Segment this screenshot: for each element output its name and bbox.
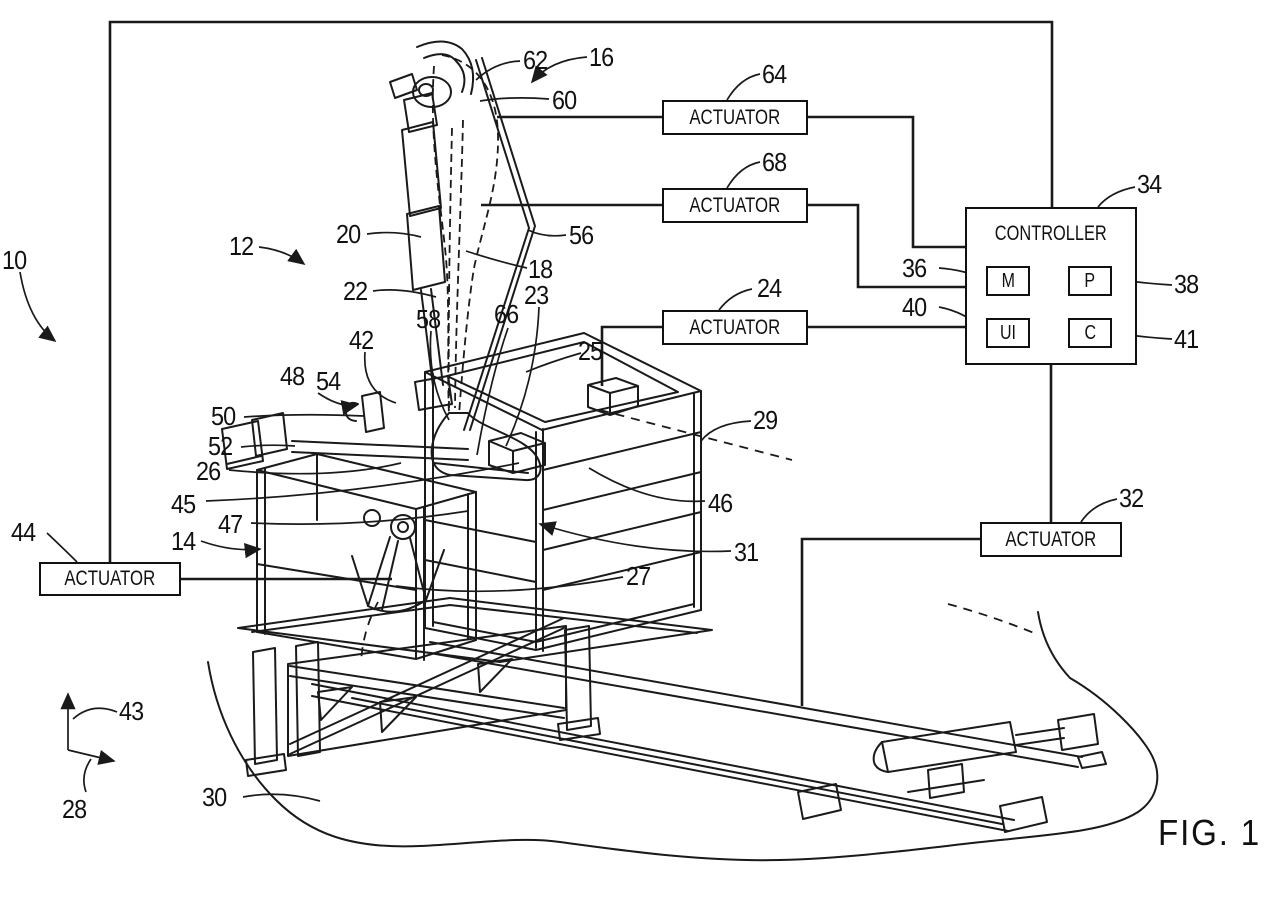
controller-module-m: M xyxy=(986,266,1030,296)
actuator-64-label: ACTUATOR xyxy=(689,105,781,129)
ref-numeral-29: 29 xyxy=(753,405,778,435)
controller-module-c: C xyxy=(1068,318,1112,348)
ref-numeral-26: 26 xyxy=(196,456,221,486)
ref-numeral-48: 48 xyxy=(280,361,305,391)
ref-numeral-31: 31 xyxy=(734,537,759,567)
ref-numeral-10: 10 xyxy=(2,245,27,275)
module-m-label: M xyxy=(1001,269,1015,292)
ref-numeral-25: 25 xyxy=(578,336,603,366)
ref-numeral-60: 60 xyxy=(552,85,577,115)
clamp-hardware xyxy=(221,391,469,470)
actuator-32-label: ACTUATOR xyxy=(1005,527,1097,551)
ref-numeral-45: 45 xyxy=(171,489,196,519)
actuator-68-box: ACTUATOR xyxy=(662,188,808,223)
module-c-label: C xyxy=(1084,321,1096,344)
leg-assembly xyxy=(389,40,542,482)
ref-numeral-34: 34 xyxy=(1137,169,1162,199)
ground-outline xyxy=(207,601,1159,862)
ref-numeral-14: 14 xyxy=(171,526,196,556)
sled-cage-frame xyxy=(424,332,702,652)
ref-numeral-44: 44 xyxy=(11,517,36,547)
ref-numeral-23: 23 xyxy=(524,280,549,310)
ref-numeral-18: 18 xyxy=(528,254,553,284)
ref-numeral-62: 62 xyxy=(523,45,548,75)
ref-numeral-46: 46 xyxy=(708,488,733,518)
figure-label: FIG. 1 xyxy=(1158,812,1262,853)
ref-numeral-40: 40 xyxy=(902,292,927,322)
actuator-64-box: ACTUATOR xyxy=(662,100,808,135)
ref-numeral-41: 41 xyxy=(1174,324,1199,354)
leader-lines xyxy=(19,56,1173,802)
module-p-label: P xyxy=(1084,269,1096,292)
actuator-24-label: ACTUATOR xyxy=(689,315,781,339)
actuator-24-box: ACTUATOR xyxy=(662,310,808,345)
actuator-32-box: ACTUATOR xyxy=(980,522,1122,557)
ref-numeral-22: 22 xyxy=(343,276,368,306)
outer-frame xyxy=(256,453,477,661)
controller-module-ui: UI xyxy=(986,318,1030,348)
ref-numeral-47: 47 xyxy=(218,509,243,539)
rocker-mechanism xyxy=(351,509,445,613)
ref-numeral-42: 42 xyxy=(349,325,374,355)
ref-numeral-54: 54 xyxy=(316,366,341,396)
coordinate-axes xyxy=(60,692,116,765)
actuator-68-label: ACTUATOR xyxy=(689,193,781,217)
module-ui-label: UI xyxy=(1000,321,1016,344)
ref-numeral-56: 56 xyxy=(569,220,594,250)
connection-wires xyxy=(108,20,1054,706)
ref-numeral-58: 58 xyxy=(416,304,441,334)
actuator-44-box: ACTUATOR xyxy=(39,562,181,596)
actuator-44-label: ACTUATOR xyxy=(64,567,156,590)
controller-title: CONTROLLER xyxy=(995,222,1107,245)
motion-axis-dashed-line xyxy=(599,409,793,461)
ref-numeral-43: 43 xyxy=(119,696,144,726)
ref-numeral-52: 52 xyxy=(208,431,233,461)
ref-numeral-50: 50 xyxy=(211,401,236,431)
ref-numeral-38: 38 xyxy=(1174,269,1199,299)
ref-numeral-24: 24 xyxy=(757,273,782,303)
ref-numeral-12: 12 xyxy=(229,231,254,261)
ref-numeral-64: 64 xyxy=(762,59,787,89)
ref-numeral-28: 28 xyxy=(62,794,87,824)
ref-numeral-36: 36 xyxy=(902,253,927,283)
ref-numeral-66: 66 xyxy=(494,299,519,329)
ref-numeral-27: 27 xyxy=(626,561,651,591)
ref-numeral-20: 20 xyxy=(336,219,361,249)
ref-numeral-32: 32 xyxy=(1119,483,1144,513)
controller-module-p: P xyxy=(1068,266,1112,296)
ref-numeral-68: 68 xyxy=(762,147,787,177)
track-rails xyxy=(311,641,1107,833)
ref-numeral-16: 16 xyxy=(589,42,614,72)
ref-numeral-30: 30 xyxy=(202,782,227,812)
